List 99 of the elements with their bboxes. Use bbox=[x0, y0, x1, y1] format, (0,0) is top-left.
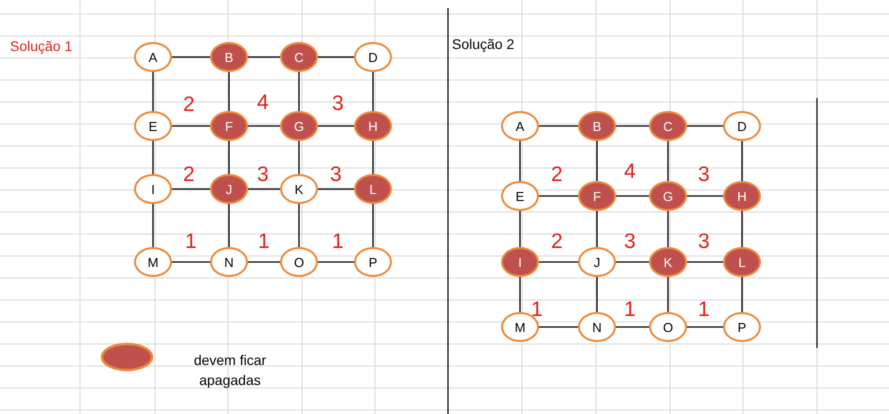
cell-number: 3 bbox=[698, 163, 710, 187]
letter-circle: J bbox=[578, 247, 616, 277]
connector-line bbox=[228, 141, 230, 174]
connector-line bbox=[687, 261, 723, 263]
letter-circle: I bbox=[501, 247, 539, 277]
cell-number: 2 bbox=[183, 93, 195, 117]
letter-circle: A bbox=[134, 42, 172, 72]
connector-line bbox=[298, 204, 300, 247]
cell-number: 3 bbox=[698, 230, 710, 254]
connector-line bbox=[741, 277, 743, 312]
letter-circle: D bbox=[723, 111, 761, 141]
letter-circle: H bbox=[723, 181, 761, 211]
connector-line bbox=[318, 56, 354, 58]
letter-circle: E bbox=[134, 111, 172, 141]
connector-line bbox=[539, 125, 578, 127]
connector-line bbox=[248, 125, 280, 127]
connector-line bbox=[519, 277, 521, 312]
connector-line bbox=[519, 211, 521, 247]
connector-line bbox=[596, 211, 598, 247]
connector-line bbox=[596, 277, 598, 312]
connector-line bbox=[372, 141, 374, 174]
connector-line bbox=[372, 204, 374, 247]
connector-line bbox=[616, 125, 649, 127]
letter-circle: E bbox=[501, 181, 539, 211]
cell-number: 3 bbox=[624, 230, 636, 254]
connector-line bbox=[228, 72, 230, 111]
connector-line bbox=[616, 326, 649, 328]
letter-circle: I bbox=[134, 174, 172, 204]
letter-circle: N bbox=[578, 312, 616, 342]
letter-circle: M bbox=[134, 247, 172, 277]
letter-circle: C bbox=[280, 42, 318, 72]
connector-line bbox=[152, 204, 154, 247]
cell-number: 4 bbox=[624, 160, 636, 184]
letter-circle: F bbox=[578, 181, 616, 211]
connector-line bbox=[318, 188, 354, 190]
connector-line bbox=[519, 141, 521, 181]
connector-line bbox=[172, 56, 210, 58]
connector-line bbox=[248, 56, 280, 58]
letter-circle: C bbox=[649, 111, 687, 141]
connector-line bbox=[741, 211, 743, 247]
cell-number: 2 bbox=[551, 230, 563, 254]
connector-line bbox=[596, 141, 598, 181]
letter-circle: P bbox=[354, 247, 392, 277]
letter-circle: P bbox=[723, 312, 761, 342]
letter-circle: L bbox=[723, 247, 761, 277]
connector-line bbox=[616, 195, 649, 197]
letter-circle: G bbox=[280, 111, 318, 141]
letter-circle: A bbox=[501, 111, 539, 141]
connector-line bbox=[667, 141, 669, 181]
letter-circle: J bbox=[210, 174, 248, 204]
connector-line bbox=[172, 188, 210, 190]
cell-number: 1 bbox=[698, 298, 710, 322]
cell-number: 1 bbox=[258, 230, 270, 254]
letter-circle: D bbox=[354, 42, 392, 72]
letter-circle: B bbox=[210, 42, 248, 72]
cell-number: 3 bbox=[257, 163, 269, 187]
letter-circle: O bbox=[280, 247, 318, 277]
legend-text: devem ficar apagadas bbox=[192, 351, 268, 390]
cell-number: 2 bbox=[183, 163, 195, 187]
connector-line bbox=[172, 261, 210, 263]
connector-line bbox=[539, 195, 578, 197]
cell-number: 1 bbox=[185, 230, 197, 254]
letter-circle: K bbox=[280, 174, 318, 204]
letter-circle: H bbox=[354, 111, 392, 141]
cell-number: 1 bbox=[332, 230, 344, 254]
letter-circle: F bbox=[210, 111, 248, 141]
connector-line bbox=[667, 277, 669, 312]
cell-number: 3 bbox=[330, 163, 342, 187]
connector-line bbox=[372, 72, 374, 111]
solution-title: Solução 1 bbox=[10, 38, 72, 54]
cell-number: 3 bbox=[332, 92, 344, 116]
connector-line bbox=[667, 211, 669, 247]
connector-line bbox=[228, 204, 230, 247]
letter-circle: O bbox=[649, 312, 687, 342]
connector-line bbox=[539, 261, 578, 263]
solution-title: Solução 2 bbox=[452, 36, 514, 52]
connector-line bbox=[152, 141, 154, 174]
connector-line bbox=[298, 141, 300, 174]
cell-number: 1 bbox=[624, 298, 636, 322]
letter-circle: B bbox=[578, 111, 616, 141]
connector-line bbox=[172, 125, 210, 127]
connector-line bbox=[687, 195, 723, 197]
letter-circle: K bbox=[649, 247, 687, 277]
cell-number: 4 bbox=[257, 91, 269, 115]
connector-line bbox=[248, 261, 280, 263]
connector-line bbox=[248, 188, 280, 190]
connector-line bbox=[687, 125, 723, 127]
letter-circle: L bbox=[354, 174, 392, 204]
letter-circle: G bbox=[649, 181, 687, 211]
connector-line bbox=[318, 261, 354, 263]
connector-line bbox=[298, 72, 300, 111]
letter-circle: N bbox=[210, 247, 248, 277]
cell-number: 2 bbox=[551, 163, 563, 187]
connector-line bbox=[539, 326, 578, 328]
connector-line bbox=[616, 261, 649, 263]
connector-line bbox=[687, 326, 723, 328]
connector-line bbox=[318, 125, 354, 127]
connector-line bbox=[152, 72, 154, 111]
connector-line bbox=[741, 141, 743, 181]
